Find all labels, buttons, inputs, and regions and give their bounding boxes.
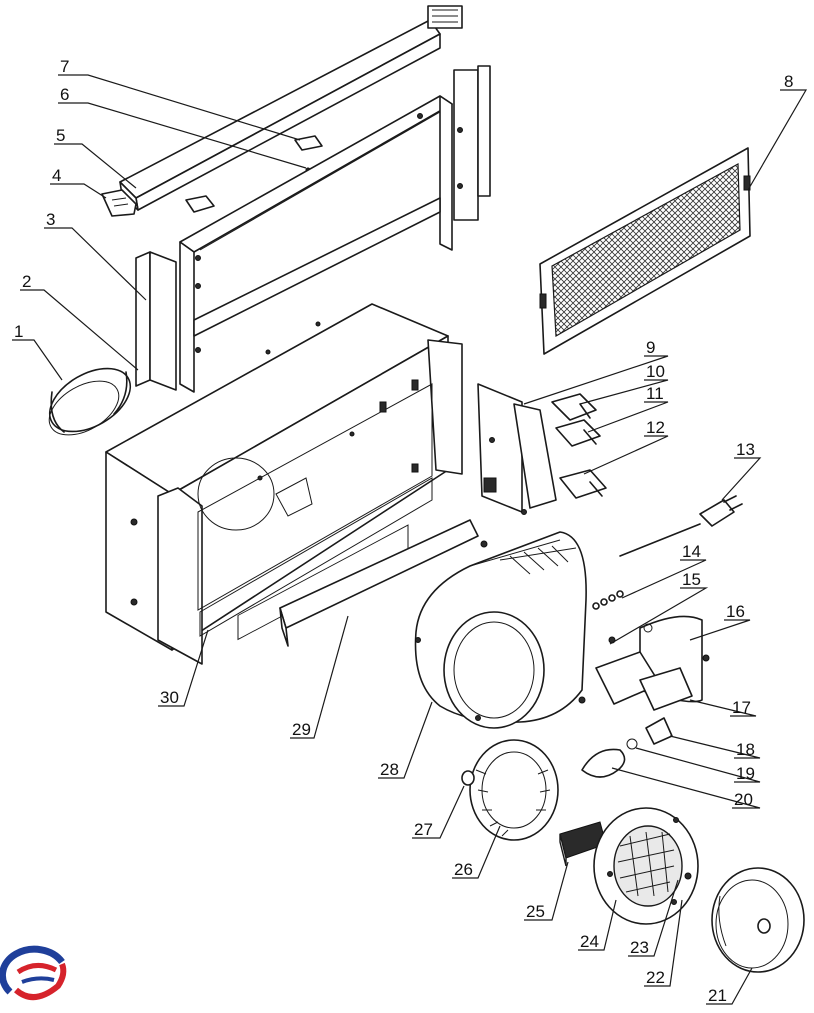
callout-13: 13 — [736, 440, 755, 459]
lamp-bracket-part-16 — [578, 615, 710, 711]
callout-10: 10 — [646, 362, 665, 381]
grease-filter-part-8 — [539, 147, 751, 355]
motor-plate-part-24 — [593, 807, 699, 925]
leader-lines — [12, 74, 808, 1005]
top-channel — [119, 5, 463, 211]
callout-4: 4 — [52, 166, 61, 185]
callout-6: 6 — [60, 85, 69, 104]
callout-30: 30 — [160, 688, 179, 707]
round-collar-part-1 — [48, 367, 132, 436]
callout-17: 17 — [732, 698, 751, 717]
callout-18: 18 — [736, 740, 755, 759]
power-cord-part-13 — [619, 495, 743, 557]
callout-25: 25 — [526, 902, 545, 921]
terminal-block-part-14 — [592, 590, 624, 610]
callout-7: 7 — [60, 57, 69, 76]
chimney-frame — [135, 65, 491, 393]
callout-21: 21 — [708, 986, 727, 1005]
callout-19: 19 — [736, 764, 755, 783]
bracket-part-4 — [101, 189, 137, 217]
callout-3: 3 — [46, 210, 55, 229]
hood-body-part-30 — [105, 303, 463, 665]
callout-14: 14 — [682, 542, 701, 561]
callout-28: 28 — [380, 760, 399, 779]
callout-26: 26 — [454, 860, 473, 879]
impeller-part-26 — [461, 739, 559, 841]
blower-housing-part-28 — [414, 531, 587, 729]
callout-15: 15 — [682, 570, 701, 589]
callout-11: 11 — [646, 384, 664, 403]
capacitor-part-25 — [559, 821, 607, 867]
callout-1: 1 — [14, 322, 23, 341]
callout-29: 29 — [292, 720, 311, 739]
callout-2: 2 — [22, 272, 31, 291]
front-strip-part-29 — [279, 519, 488, 647]
callout-9: 9 — [646, 338, 655, 357]
callout-8: 8 — [784, 72, 793, 91]
callout-24: 24 — [580, 932, 599, 951]
switches-parts-10-12 — [551, 393, 607, 499]
control-bracket-part-9 — [477, 383, 557, 515]
brand-logo — [0, 945, 67, 1000]
callout-12: 12 — [646, 418, 665, 437]
callout-16: 16 — [726, 602, 745, 621]
callout-23: 23 — [630, 938, 649, 957]
lamp-parts-18-20 — [581, 717, 673, 778]
callout-22: 22 — [646, 968, 665, 987]
callout-27: 27 — [414, 820, 433, 839]
callout-labels: 7 6 5 4 3 2 1 8 9 10 11 12 13 14 15 16 1… — [14, 57, 793, 1005]
cover-part-21 — [711, 867, 805, 973]
callout-20: 20 — [734, 790, 753, 809]
callout-5: 5 — [56, 126, 65, 145]
